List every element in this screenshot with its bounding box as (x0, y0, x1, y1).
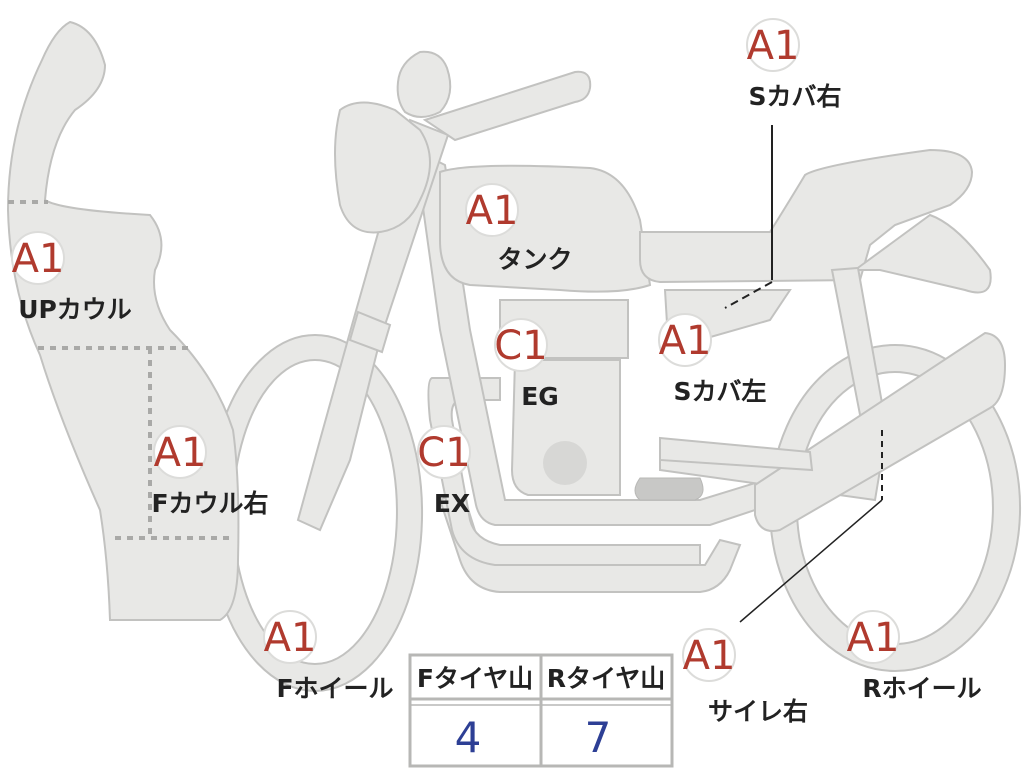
fork-clamp-shape (348, 310, 392, 354)
front-tire-value: 4 (455, 713, 482, 762)
fairing-seam-lines (8, 200, 235, 540)
grade-badges: A1UPカウルA1タンクA1Sカバ右A1Sカバ左C1EGC1EXA1Fカウル右A… (11, 18, 982, 726)
headlight-shape (334, 101, 431, 234)
front-tire-header: Fタイヤ山 (417, 664, 533, 693)
grade-badge-text: A1 (466, 188, 519, 234)
part-label: EG (521, 382, 559, 411)
rear-tire-header: Rタイヤ山 (547, 664, 666, 693)
leader-line-s-cover-right-dash (724, 281, 773, 309)
chain-guard-shape (659, 436, 814, 472)
tire-table: Fタイヤ山 Rタイヤ山 4 7 (408, 653, 674, 768)
part-label: EX (434, 489, 470, 518)
grade-badge-text: C1 (494, 323, 547, 369)
rear-tire-value: 7 (585, 713, 612, 762)
grade-badge-text: A1 (683, 633, 736, 679)
grade-badge-circle (494, 318, 548, 372)
mirror-shape (396, 50, 452, 118)
tail-shape (851, 213, 992, 294)
grade-badge-circle (417, 425, 471, 479)
part-label: Sカバ左 (673, 377, 766, 406)
handlebar-shape (422, 70, 592, 142)
part-label: Fホイール (276, 674, 393, 703)
grade-badge-text: A1 (747, 23, 800, 69)
grade-badge-text: A1 (264, 615, 317, 661)
part-label: サイレ右 (708, 697, 808, 726)
grade-badge-circle (153, 425, 207, 479)
engine-body-shape (510, 359, 621, 496)
grade-badge-circle (682, 628, 736, 682)
grade-badge-text: A1 (12, 236, 65, 282)
grade-badge-circle (263, 610, 317, 664)
grade-badge-circle (11, 231, 65, 285)
grade-badge-text: A1 (659, 318, 712, 364)
part-silencer-right: A1 サイレ右 (682, 628, 808, 726)
leader-lines (724, 125, 883, 623)
part-label: Sカバ右 (748, 82, 841, 111)
silencer-shape (754, 331, 1007, 532)
grade-badge-circle (465, 183, 519, 237)
grade-badge-text: A1 (847, 615, 900, 661)
grade-badge-circle (658, 313, 712, 367)
part-label: Rホイール (862, 674, 981, 703)
grade-badge-text: C1 (417, 430, 470, 476)
part-label: Fカウル右 (151, 489, 268, 518)
grade-badge-circle (846, 610, 900, 664)
grade-badge-circle (746, 18, 800, 72)
part-label: タンク (497, 245, 572, 274)
footpeg-shape (634, 477, 704, 501)
seat-shape (639, 148, 974, 284)
leader-line-silencer (739, 499, 883, 623)
engine-cover-shape (543, 441, 587, 485)
part-tank: A1 タンク (465, 183, 573, 274)
grade-badge-text: A1 (154, 430, 207, 476)
part-label: UPカウル (18, 295, 132, 324)
